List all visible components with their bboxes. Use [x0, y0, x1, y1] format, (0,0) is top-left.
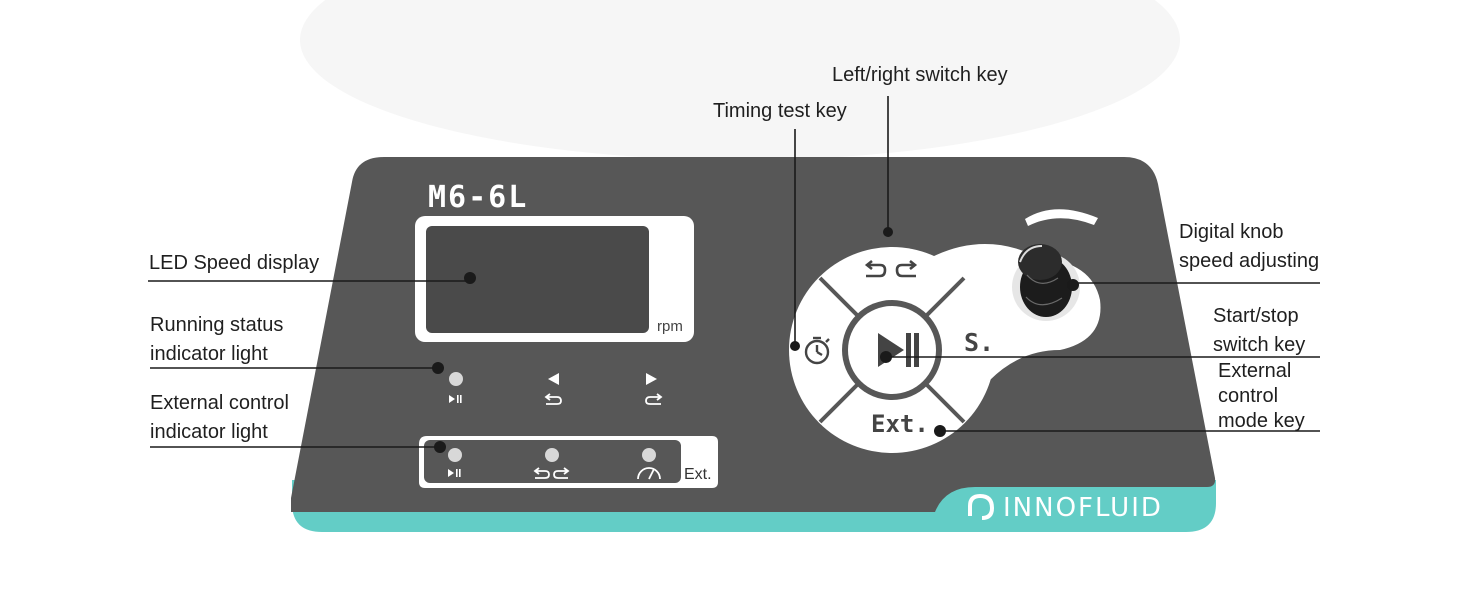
leader-lines: [148, 96, 1320, 448]
speed-mode-key-label[interactable]: S.: [964, 328, 995, 357]
callout-start-stop-line2: switch key: [1213, 334, 1306, 356]
digital-knob[interactable]: [1012, 244, 1080, 321]
arrow-right-icon: [646, 373, 657, 385]
callout-knob-line1: Digital knob: [1179, 221, 1284, 243]
callout-external-control-line1: External control: [150, 392, 289, 414]
callout-start-stop-line1: Start/stop: [1213, 305, 1299, 327]
callout-led-speed-display: LED Speed display: [149, 252, 320, 274]
callout-ext-mode-line3: mode key: [1218, 410, 1305, 432]
brand-name: INNOFLUID: [1003, 493, 1163, 523]
ext-indicator-tag: Ext.: [684, 466, 712, 483]
callout-running-status-line1: Running status: [150, 314, 284, 336]
led-speed-display: [426, 226, 649, 333]
play-pause-icon: [449, 395, 462, 403]
callout-timing-test-key: Timing test key: [713, 100, 847, 122]
timer-icon: [804, 336, 830, 365]
gauge-icon: [637, 467, 661, 480]
rotate-left-icon: [544, 393, 562, 405]
ext-direction-light: [545, 448, 559, 462]
callout-running-status-line2: indicator light: [150, 343, 268, 365]
external-control-mode-key-label[interactable]: Ext.: [871, 410, 929, 438]
rotate-left-right-icon: [533, 467, 570, 479]
knob-arc-marker: [1025, 209, 1098, 226]
brand-mark: INNOFLUID: [963, 490, 1163, 526]
callout-ext-mode-line1: External: [1218, 360, 1292, 382]
rotate-left-right-icon: [864, 259, 918, 278]
display-unit-label: rpm: [657, 318, 683, 335]
rotate-right-icon: [645, 393, 663, 405]
callout-ext-mode-line2: control: [1218, 385, 1279, 407]
callout-external-control-line2: indicator light: [150, 421, 268, 443]
callout-knob-line2: speed adjusting: [1179, 250, 1320, 272]
backdrop-shadow: [300, 0, 1180, 160]
running-status-light: [449, 372, 463, 386]
ext-speed-light: [642, 448, 656, 462]
brand-logo-icon: [968, 493, 995, 520]
play-pause-icon: [448, 469, 461, 477]
arrow-left-icon: [548, 373, 559, 385]
ext-play-light: [448, 448, 462, 462]
model-label: M6-6L: [428, 180, 529, 215]
callout-left-right-switch-key: Left/right switch key: [832, 64, 1008, 86]
leader-dots: [432, 227, 1079, 453]
